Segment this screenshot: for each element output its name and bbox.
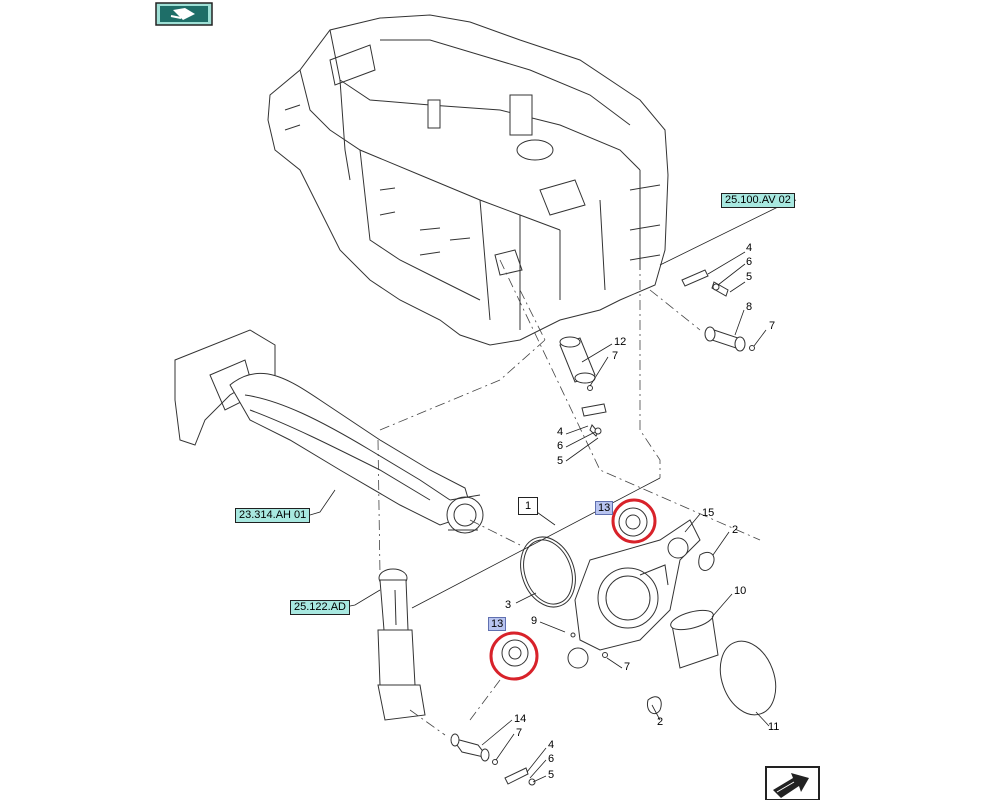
callout-11: 11 bbox=[768, 721, 780, 733]
ref-link-25-100-av-02[interactable]: 25.100.AV 02 bbox=[721, 193, 795, 208]
callout-5: 5 bbox=[557, 455, 564, 467]
ref-link-25-122-ad[interactable]: 25.122.AD bbox=[290, 600, 350, 615]
trunnion-support bbox=[501, 507, 777, 716]
callout-4: 4 bbox=[548, 739, 555, 751]
callout-3: 3 bbox=[505, 599, 512, 611]
highlight-tag-lower: 13 bbox=[488, 617, 507, 631]
callout-14: 14 bbox=[514, 713, 527, 725]
callout-6: 6 bbox=[557, 440, 564, 452]
callout-10: 10 bbox=[734, 585, 747, 597]
callout-15: 15 bbox=[702, 507, 715, 519]
callout-7: 7 bbox=[769, 320, 776, 332]
center-lines bbox=[377, 240, 761, 736]
callout-7: 7 bbox=[516, 727, 523, 739]
callout-6: 6 bbox=[548, 753, 555, 765]
highlight-circle-upper bbox=[611, 498, 657, 544]
callout-5: 5 bbox=[548, 769, 555, 781]
next-page-button[interactable] bbox=[765, 766, 820, 801]
callout-5: 5 bbox=[746, 271, 753, 283]
axle-housing-frame bbox=[267, 14, 669, 346]
highlight-circle-lower bbox=[489, 631, 539, 681]
pin-assembly-right bbox=[681, 269, 755, 352]
callout-4: 4 bbox=[746, 242, 753, 254]
axle-tube bbox=[174, 329, 484, 534]
back-to-index-icon bbox=[155, 2, 213, 26]
callout-2: 2 bbox=[657, 716, 664, 728]
ref-link-23-314-ah-01[interactable]: 23.314.AH 01 bbox=[235, 508, 311, 523]
steering-cylinder bbox=[377, 568, 426, 721]
callout-12: 12 bbox=[614, 336, 627, 348]
callout-8: 8 bbox=[746, 301, 753, 313]
next-page-icon bbox=[765, 766, 820, 801]
pin-assembly-bottom bbox=[450, 733, 536, 786]
highlight-tag-upper: 13 bbox=[595, 501, 614, 515]
item-1-box: 1 bbox=[518, 497, 538, 515]
callout-6: 6 bbox=[746, 256, 753, 268]
callout-7: 7 bbox=[612, 350, 619, 362]
back-to-index-button[interactable] bbox=[155, 2, 213, 26]
callout-2: 2 bbox=[732, 524, 739, 536]
pin-assembly-center bbox=[559, 336, 607, 437]
callout-7: 7 bbox=[624, 661, 631, 673]
callout-4: 4 bbox=[557, 426, 564, 438]
callout-9: 9 bbox=[531, 615, 538, 627]
